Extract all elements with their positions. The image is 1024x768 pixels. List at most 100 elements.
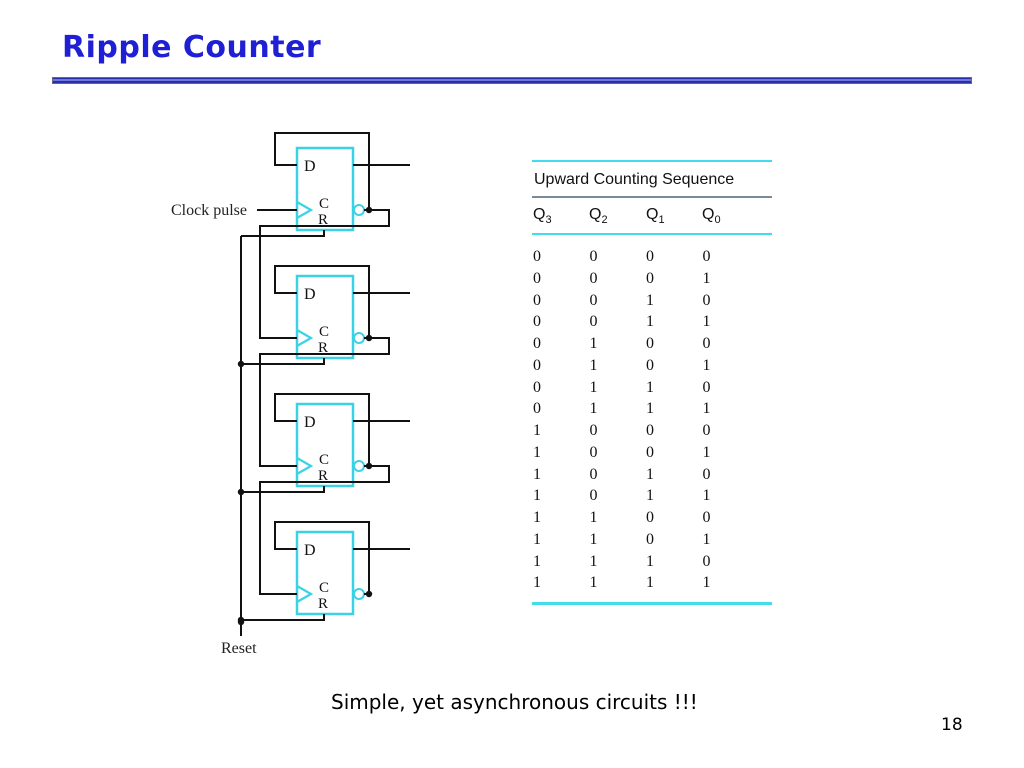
table-cell: 1 [589, 335, 598, 352]
table-cell: 0 [702, 465, 711, 483]
clock-label: C [319, 580, 329, 596]
slide-title: Ripple Counter [62, 30, 322, 65]
wire-layer [237, 132, 410, 636]
table-cell: 1 [702, 443, 711, 461]
table-cell: 0 [533, 291, 541, 309]
table-row: 0 0 1 0 [533, 292, 759, 314]
reset-branch-wire [241, 230, 325, 237]
table-cell: 0 [589, 291, 598, 309]
table-cell: 1 [646, 378, 654, 396]
table-cell: 0 [589, 487, 598, 505]
table-cell: 0 [702, 552, 711, 570]
flipflop-4: D CR [295, 530, 365, 616]
table-cell: 1 [646, 400, 654, 418]
flipflop-body [295, 402, 355, 488]
flipflop-body [295, 274, 355, 360]
table-cell: 0 [702, 378, 711, 396]
flipflop-3: D CR [295, 402, 365, 488]
table-cell: 0 [702, 335, 711, 352]
ripple-clock-wire [259, 465, 390, 595]
junction-dot [365, 590, 373, 598]
clock-label: C [319, 452, 329, 468]
table-title: Upward Counting Sequence [534, 171, 735, 188]
clock-input-triangle [296, 457, 314, 475]
table-title-rule [532, 196, 772, 198]
table-cell: 1 [646, 552, 654, 570]
table-cell: 1 [702, 574, 711, 592]
table-cell: 1 [702, 487, 711, 505]
table-cell: 0 [533, 400, 541, 418]
header-q3: Q3 [533, 206, 552, 227]
table-cell: 1 [533, 422, 541, 439]
inverted-output-bubble [353, 204, 365, 216]
table-cell: 1 [646, 291, 654, 309]
table-cell: 0 [589, 269, 598, 287]
table-cell: 1 [589, 530, 598, 548]
table-cell: 1 [533, 487, 541, 505]
flipflop-1: DCR [295, 146, 365, 232]
reset-label: Reset [221, 640, 257, 657]
table-cell: 1 [646, 487, 654, 505]
table-cell: 0 [589, 443, 598, 461]
table-header-rule [532, 233, 772, 235]
table-cell: 1 [702, 530, 711, 548]
table-cell: 1 [589, 509, 598, 526]
clock-label: C [319, 324, 329, 340]
header-q1: Q1 [646, 206, 665, 227]
reset-input-label: R [318, 596, 328, 612]
clock-input-triangle [296, 201, 314, 219]
table-cell: 0 [646, 422, 654, 439]
table-cell: 0 [533, 335, 541, 352]
title-divider [52, 77, 972, 84]
table-cell: 0 [646, 269, 654, 287]
clock-pulse-label: Clock pulse [171, 202, 247, 219]
table-cell: 0 [646, 509, 654, 526]
table-cell: 1 [646, 313, 654, 331]
table-top-rule [532, 160, 772, 162]
table-cell: 0 [646, 335, 654, 352]
table-cell: 1 [702, 400, 711, 418]
table-cell: 0 [533, 356, 541, 374]
table-cell: 1 [702, 356, 711, 374]
table-cell: 0 [533, 378, 541, 396]
table-cell: 0 [646, 443, 654, 461]
flipflop-body [295, 146, 355, 232]
d-input-label: D [304, 542, 316, 559]
d-input-label: D [304, 286, 316, 303]
d-input-label: D [304, 158, 316, 175]
d-input-label: D [304, 414, 316, 431]
reset-input-label: R [318, 468, 328, 484]
table-cell: 1 [533, 530, 541, 548]
inverted-output-bubble [353, 460, 365, 472]
table-row: 1 0 1 1 [533, 487, 759, 509]
reset-branch-wire [241, 486, 325, 493]
table-cell: 0 [589, 422, 598, 439]
reset-branch-wire [241, 614, 325, 621]
clock-input-triangle [296, 585, 314, 603]
header-q0: Q0 [702, 206, 721, 227]
table-cell: 0 [702, 291, 711, 309]
slide-caption: Simple, yet asynchronous circuits !!! [331, 690, 698, 714]
reset-input-label: R [318, 212, 328, 228]
table-cell: 0 [589, 313, 598, 331]
ripple-clock-wire [259, 209, 390, 339]
clock-input-triangle [296, 329, 314, 347]
table-cell: 1 [702, 269, 711, 287]
table-cell: 0 [589, 248, 598, 265]
ripple-clock-wire [259, 337, 390, 467]
table-cell: 1 [702, 313, 711, 331]
table-cell: 1 [646, 574, 654, 592]
